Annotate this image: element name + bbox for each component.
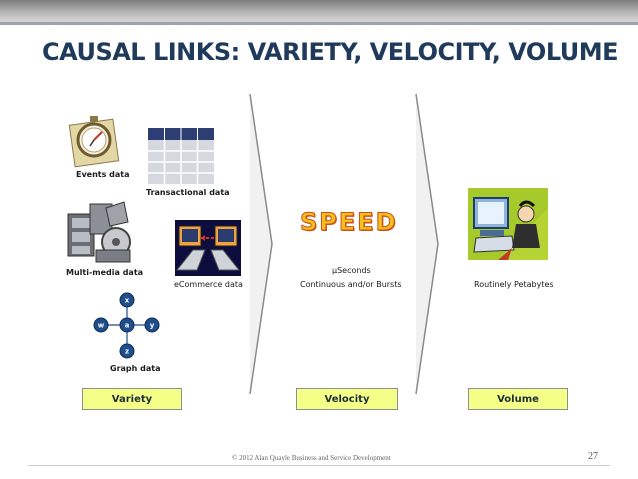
ecommerce-data-label: eCommerce data <box>174 280 243 289</box>
graph-node-y: y <box>150 322 155 330</box>
chevron-divider-2 <box>412 94 442 394</box>
variety-box: Variety <box>82 388 182 410</box>
footer-divider <box>28 465 610 466</box>
events-data-label: Events data <box>76 170 130 179</box>
top-banner <box>0 0 638 22</box>
graph-node-x: x <box>125 297 130 305</box>
table-grid-icon <box>148 128 214 184</box>
speed-wordart: SPEED <box>300 208 398 236</box>
graph-node-z: z <box>125 348 129 356</box>
stopwatch-icon <box>66 108 126 168</box>
graph-node-w: w <box>98 322 105 330</box>
multimedia-data-label: Multi-media data <box>66 268 143 277</box>
multimedia-icon <box>66 200 138 264</box>
transactional-data-label: Transactional data <box>146 188 230 197</box>
graph-data-label: Graph data <box>110 364 160 373</box>
volume-box: Volume <box>468 388 568 410</box>
computer-user-icon <box>468 188 548 260</box>
copyright-footer: © 2012 Alan Quayle Business and Service … <box>232 454 391 462</box>
page-number: 27 <box>588 451 598 462</box>
slide-title: CAUSAL LINKS: VARIETY, VELOCITY, VOLUME <box>42 38 618 66</box>
graph-node-a: a <box>125 322 130 330</box>
chevron-divider-1 <box>246 94 276 394</box>
top-divider <box>0 22 638 25</box>
ecommerce-computers-icon <box>175 220 241 276</box>
velocity-line-1: µSeconds <box>332 266 371 275</box>
velocity-line-2: Continuous and/or Bursts <box>300 280 402 289</box>
velocity-box: Velocity <box>296 388 398 410</box>
volume-label: Routinely Petabytes <box>474 280 554 289</box>
graph-nodes-icon: x w a y z <box>90 290 166 362</box>
